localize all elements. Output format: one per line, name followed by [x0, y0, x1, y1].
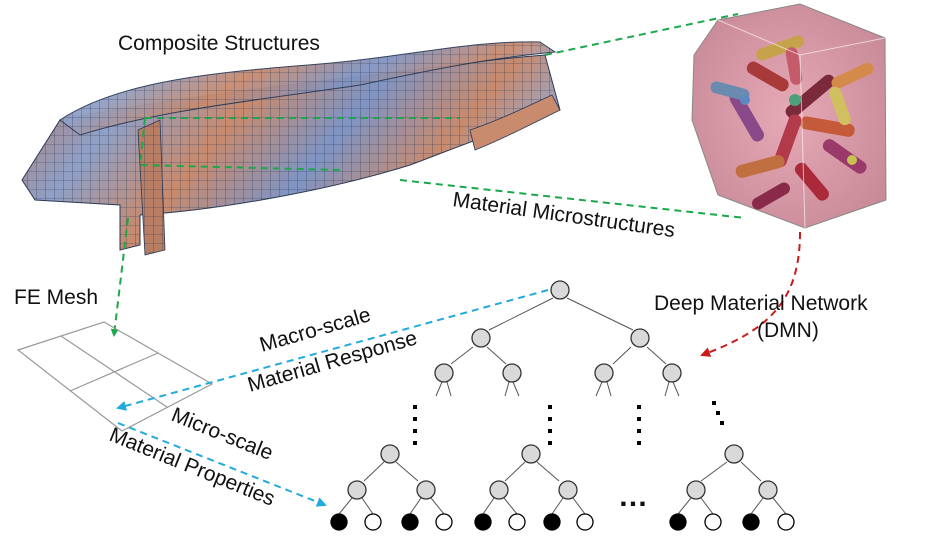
tree-node [724, 444, 744, 464]
leaf-node-phase-2 [777, 513, 795, 531]
leaf-node-phase-1 [742, 513, 760, 531]
microstructure-to-dmn-arrow [700, 231, 801, 357]
leaf-node-phase-2 [508, 513, 526, 531]
tree-node [558, 480, 578, 500]
material-microstructures-label: Material Microstructures [451, 188, 676, 242]
leaf-node-phase-1 [330, 513, 348, 531]
dmn-label-line2: (DMN) [757, 319, 819, 342]
leaf-node-phase-2 [364, 513, 382, 531]
microstructure-image [691, 3, 887, 229]
vertical-ellipsis [413, 401, 724, 445]
tree-node [434, 363, 454, 383]
tree-node [416, 480, 436, 500]
structure-to-microstructure-connectors [138, 13, 746, 219]
fe-mesh-label: FE Mesh [14, 286, 98, 309]
tree-node [630, 328, 650, 348]
tree-node [489, 480, 509, 500]
composite-structures-label: Composite Structures [118, 32, 320, 55]
fe-mesh [16, 321, 214, 432]
tree-node [521, 444, 541, 464]
tree-node [550, 280, 570, 300]
leaf-node-phase-2 [576, 513, 594, 531]
dmn-label-line1: Deep Material Network [654, 292, 868, 315]
tree-node [594, 363, 614, 383]
composite-structure-image [21, 41, 561, 256]
leaf-node-phase-2 [704, 513, 722, 531]
tree-node [380, 444, 400, 464]
dmn-tree: … [330, 280, 795, 531]
leaf-node-phase-2 [435, 513, 453, 531]
tree-node [471, 328, 491, 348]
tree-node [347, 480, 367, 500]
macro-response-arrow [116, 289, 549, 411]
tree-node [686, 480, 706, 500]
leaf-node-phase-1 [474, 513, 492, 531]
structure-to-mesh-arrow [110, 217, 129, 337]
leaf-node-phase-1 [543, 513, 561, 531]
horizontal-ellipsis: … [618, 480, 648, 513]
leaf-node-phase-1 [669, 513, 687, 531]
leaf-node-phase-1 [401, 513, 419, 531]
tree-node [758, 480, 778, 500]
tree-node [662, 363, 682, 383]
tree-node [502, 363, 522, 383]
micro-properties-arrow [117, 422, 327, 507]
